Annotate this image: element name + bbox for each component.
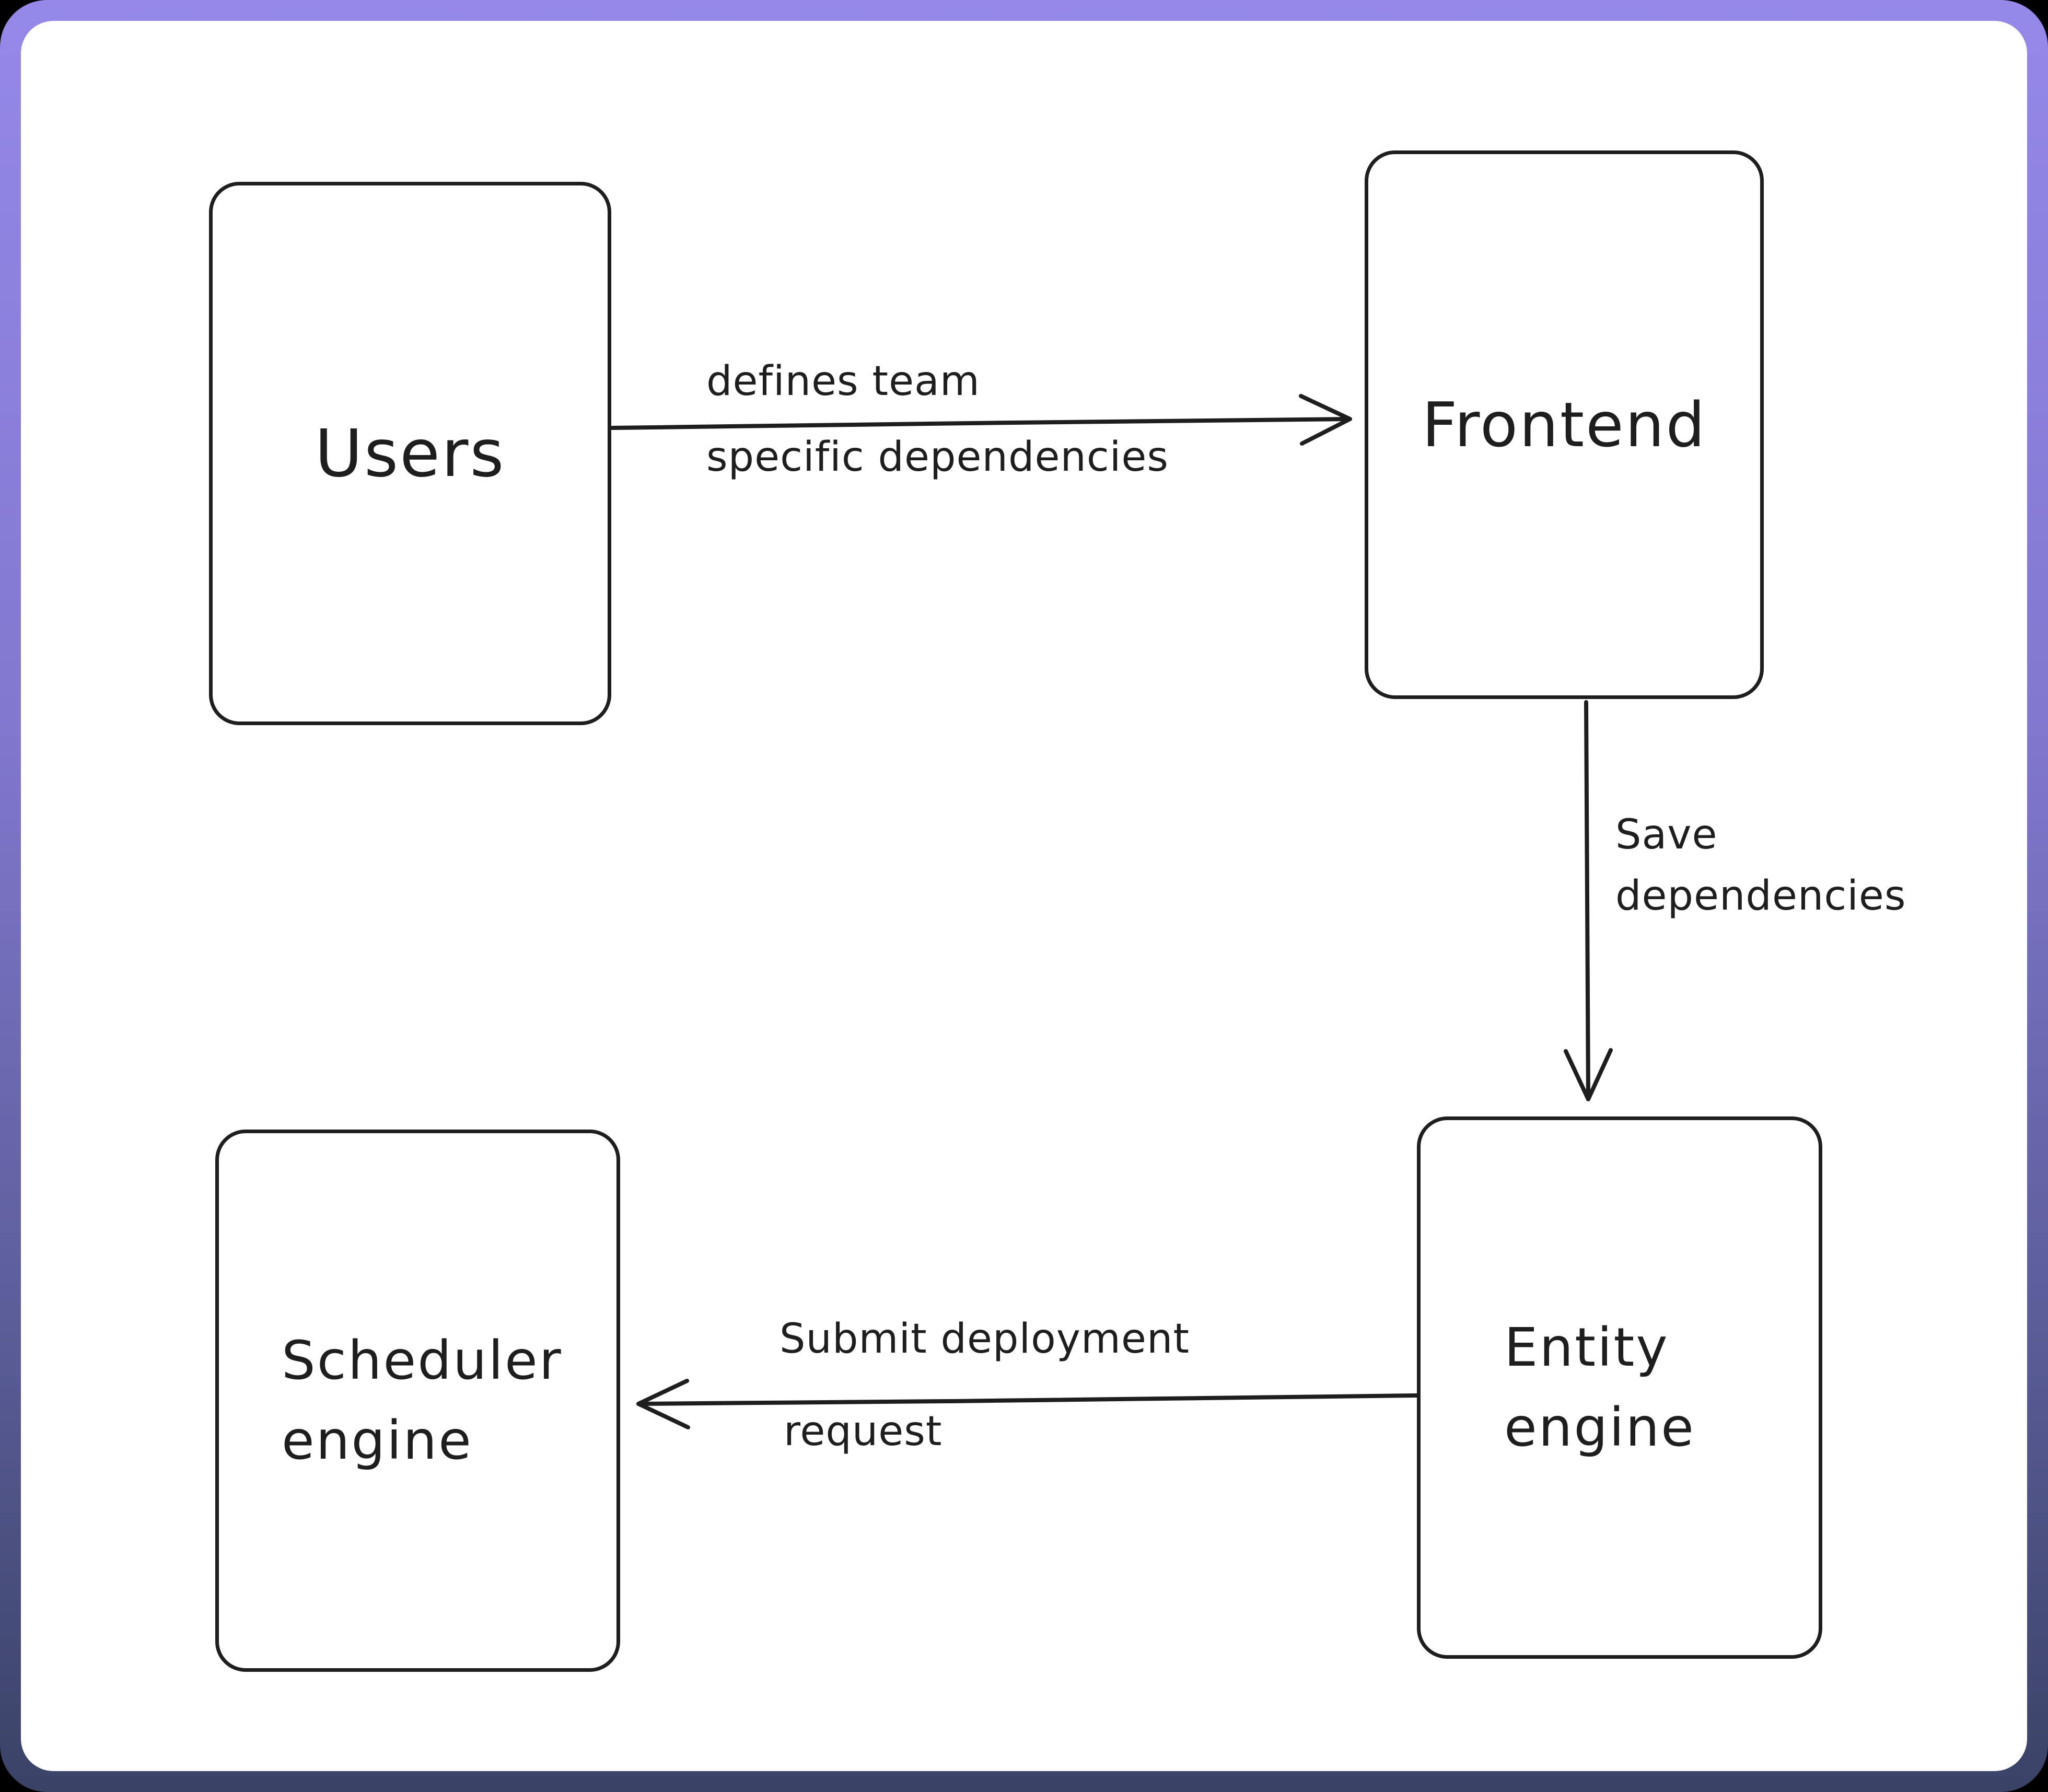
edge-label-entity-to-scheduler-line2: request: [784, 1408, 942, 1455]
node-scheduler-engine-line2: engine: [282, 1410, 473, 1472]
edge-label-frontend-to-entity: Save dependencies: [1615, 805, 1906, 927]
edge-label-users-to-frontend-line2: specific dependencies: [706, 434, 1169, 481]
edge-label-frontend-to-entity-line2: dependencies: [1615, 872, 1906, 920]
node-frontend: Frontend: [1365, 150, 1764, 699]
node-entity-engine-line2: engine: [1504, 1397, 1695, 1459]
edge-label-entity-to-scheduler-line1: Submit deployment: [779, 1316, 1190, 1363]
node-scheduler-engine-label: Scheduler engine: [282, 1321, 563, 1481]
arrow-frontend-to-entity: [1564, 700, 1613, 1101]
arrow-entity-to-scheduler: [636, 1379, 1419, 1429]
node-users: Users: [209, 182, 611, 725]
node-frontend-label: Frontend: [1422, 389, 1707, 461]
edge-label-users-to-frontend-line1: defines team: [706, 358, 980, 405]
node-entity-engine: Entity engine: [1417, 1116, 1822, 1659]
node-users-label: Users: [315, 415, 506, 492]
node-scheduler-engine-line1: Scheduler: [282, 1330, 563, 1392]
node-entity-engine-line1: Entity: [1504, 1317, 1669, 1379]
node-entity-engine-label: Entity engine: [1504, 1308, 1695, 1468]
node-scheduler-engine: Scheduler engine: [215, 1130, 620, 1672]
edge-label-frontend-to-entity-line1: Save: [1615, 811, 1718, 858]
